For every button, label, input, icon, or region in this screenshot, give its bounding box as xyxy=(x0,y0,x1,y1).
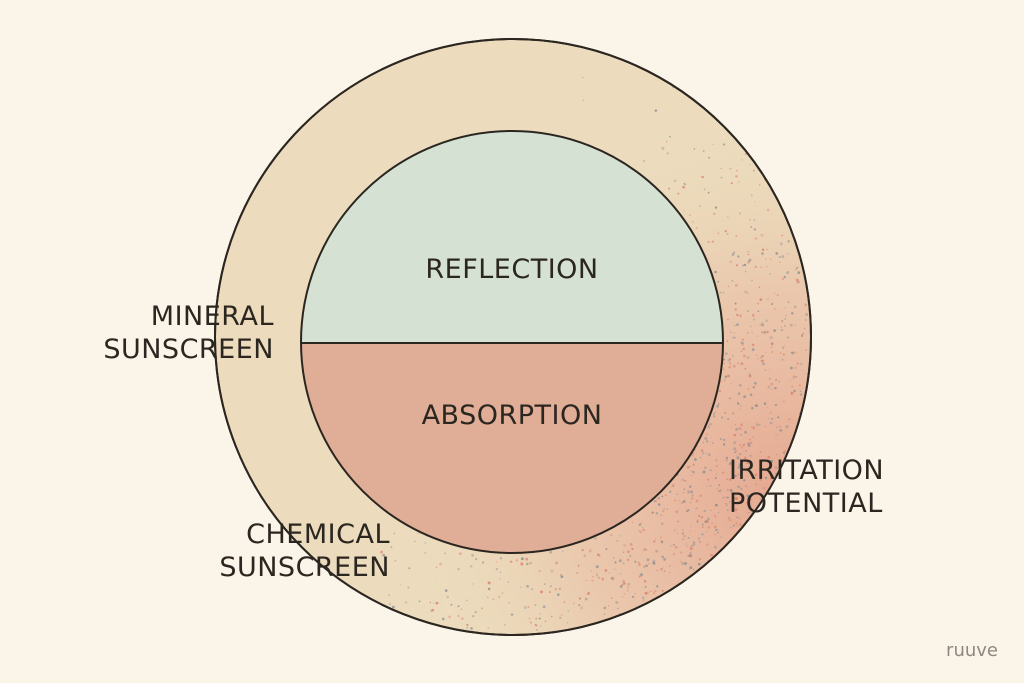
absorption-label: ABSORPTION xyxy=(421,400,603,431)
reflection-half xyxy=(301,131,723,343)
outer-ring-outline xyxy=(214,38,812,636)
irritation-label-line2: POTENTIAL xyxy=(729,488,883,519)
irritation-potential-label: IRRITATION POTENTIAL xyxy=(729,454,909,520)
chemical-sunscreen-label: CHEMICAL SUNSCREEN xyxy=(200,518,390,584)
irritation-stipple xyxy=(380,76,812,631)
chemical-label-line1: CHEMICAL xyxy=(246,519,390,550)
irritation-label-line1: IRRITATION xyxy=(729,455,885,486)
inner-circle-outline xyxy=(300,130,724,554)
mineral-label-line1: MINERAL xyxy=(150,301,274,332)
watermark-logo: ruuve xyxy=(946,640,998,661)
chemical-label-line2: SUNSCREEN xyxy=(219,552,390,583)
reflection-label: REFLECTION xyxy=(425,254,599,285)
mineral-label-line2: SUNSCREEN xyxy=(103,334,274,365)
mineral-sunscreen-label: MINERAL SUNSCREEN xyxy=(96,300,274,366)
absorption-half xyxy=(301,343,723,553)
